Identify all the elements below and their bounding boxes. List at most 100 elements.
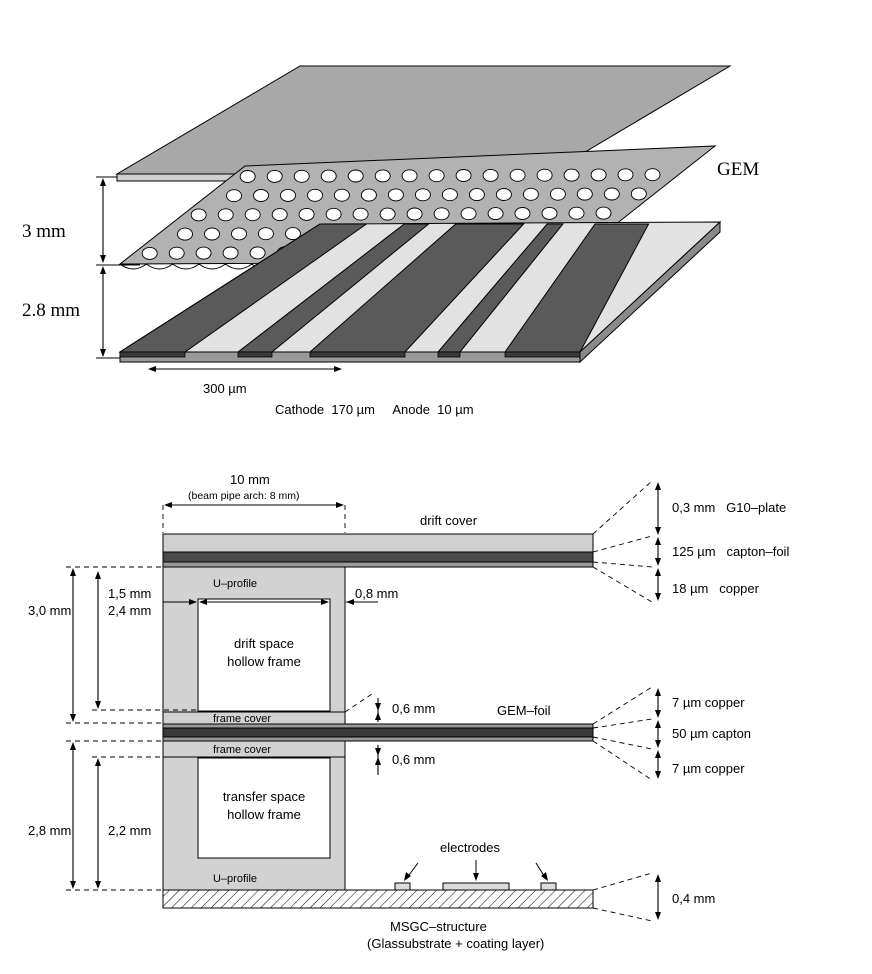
gem-hole — [460, 207, 477, 221]
gem-hole — [387, 188, 404, 202]
dim-3mm-label: 3 mm — [22, 221, 66, 242]
dim-10mm-label: 10 mm — [230, 472, 270, 487]
electrode-strip-edge — [309, 351, 406, 358]
drift-space-hollow — [197, 598, 331, 712]
copper-layer — [162, 561, 594, 568]
gem-hole — [414, 188, 431, 202]
dim-300um-label: 300 µm — [203, 381, 247, 396]
right-label-gem-copper-bottom: 7 µm copper — [672, 761, 745, 776]
gem-hole — [487, 207, 504, 221]
frame-cover-top-label: frame cover — [213, 713, 271, 725]
dim-0-8mm-label: 0,8 mm — [355, 586, 398, 601]
gem-hole — [509, 168, 526, 182]
gem-hole — [204, 227, 220, 241]
right-label-msgc: 0,4 mm — [672, 891, 715, 906]
gem-hole — [568, 206, 585, 220]
gem-hole — [441, 188, 458, 202]
gem-hole — [195, 246, 212, 260]
gem-hole — [307, 188, 323, 202]
gem-foil-label: GEM–foil — [497, 703, 551, 718]
gem-hole — [514, 207, 531, 220]
msgc-label-1: MSGC–structure — [390, 919, 487, 934]
gem-hole — [630, 187, 647, 201]
transfer-space-hollow — [197, 757, 331, 859]
gem-hole — [333, 188, 350, 202]
dim-1-5mm — [163, 599, 329, 605]
electrode-right — [540, 882, 557, 891]
gem-capton — [162, 727, 594, 738]
gem-hole — [536, 168, 553, 182]
electrode-middle — [442, 882, 510, 891]
beam-pipe-note: (beam pipe arch: 8 mm) — [188, 490, 299, 502]
gem-hole — [374, 169, 391, 183]
electrode-strip-edge — [437, 351, 461, 358]
msgc-label-2: (Glassubstrate + coating layer) — [367, 936, 544, 951]
gem-hole — [352, 207, 369, 221]
dim-0-8mm — [346, 599, 378, 605]
gem-hole — [576, 187, 593, 201]
electrode-left — [394, 882, 411, 891]
gem-hole — [190, 208, 207, 222]
electrode-strip-edge — [504, 351, 581, 358]
electrode-strips — [118, 223, 650, 358]
gem-label: GEM — [717, 159, 759, 180]
right-label-capton: 125 µm capton–foil — [672, 544, 789, 559]
gem-hole — [617, 168, 634, 182]
gem-hole — [563, 168, 580, 182]
electrode-arrows — [404, 860, 548, 881]
gem-hole — [298, 207, 315, 221]
gem-hole — [141, 246, 158, 260]
drift-space-label-2: hollow frame — [227, 654, 301, 669]
gem-hole — [271, 208, 288, 222]
transfer-space-label-2: hollow frame — [227, 807, 301, 822]
dim-0-6mm-b — [375, 745, 381, 775]
dim-0-6mm-b-label: 0,6 mm — [392, 752, 435, 767]
drift-cover-label: drift cover — [420, 513, 478, 528]
dim-0-6mm-a-label: 0,6 mm — [392, 701, 435, 716]
dim-2-4mm-label: 2,4 mm — [108, 603, 151, 618]
gem-hole — [266, 169, 283, 183]
right-label-g10: 0,3 mm G10–plate — [672, 500, 786, 515]
dim-10mm — [162, 502, 346, 533]
dim-3-0mm-label: 3,0 mm — [28, 603, 71, 618]
gem-hole — [482, 168, 499, 182]
gem-hole — [239, 170, 256, 183]
dim-left-upper — [66, 566, 198, 724]
gem-hole — [468, 188, 485, 202]
electrode-strip-edge — [119, 351, 186, 358]
gem-hole — [644, 168, 661, 182]
dim-2-8mm-label: 2,8 mm — [28, 823, 71, 838]
gem-hole — [257, 227, 274, 241]
right-callouts — [592, 480, 661, 922]
right-label-gem-copper-top: 7 µm copper — [672, 695, 745, 710]
dim-2-2mm-label: 2,2 mm — [108, 823, 151, 838]
gem-hole — [360, 188, 377, 202]
gem-hole — [177, 227, 193, 241]
gem-hole — [495, 188, 512, 201]
dim-0-6mm-a — [344, 693, 381, 722]
transfer-space-label-1: transfer space — [223, 789, 305, 804]
g10-plate — [162, 533, 594, 553]
gem-hole — [401, 169, 418, 183]
cathode-anode-label: Cathode 170 µm Anode 10 µm — [275, 402, 474, 417]
msgc-plate — [118, 220, 722, 364]
gem-hole — [244, 208, 261, 222]
gem-hole — [168, 246, 185, 260]
u-profile-bottom-label: U–profile — [213, 873, 257, 885]
gem-hole — [280, 188, 296, 202]
gem-hole — [595, 206, 612, 220]
gem-hole — [522, 187, 539, 201]
gem-hole — [325, 207, 342, 221]
dim-1-5mm-label: 1,5 mm — [108, 586, 151, 601]
gem-copper-bottom — [162, 736, 594, 742]
dim-300um — [148, 366, 342, 372]
dim-2-8mm-label: 2.8 mm — [22, 300, 80, 321]
cross-section: 10 mm (beam pipe arch: 8 mm) drift cover… — [28, 472, 789, 951]
capton-foil — [162, 551, 594, 563]
gem-hole — [433, 207, 450, 221]
right-label-gem-capton: 50 µm capton — [672, 726, 751, 741]
gem-hole — [253, 189, 269, 202]
right-label-copper: 18 µm copper — [672, 581, 760, 596]
gem-hole — [549, 187, 566, 201]
